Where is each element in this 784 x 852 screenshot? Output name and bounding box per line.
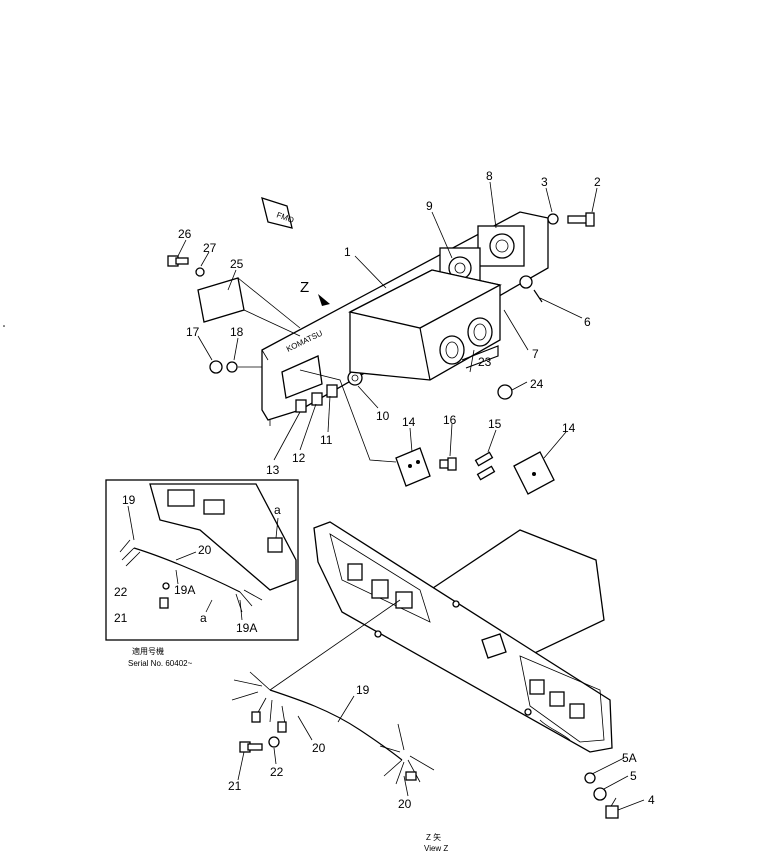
panel-connector-6 — [569, 703, 585, 719]
washer-27 — [195, 267, 205, 277]
switch-11 — [326, 384, 338, 398]
callout-5a: 5A — [622, 751, 637, 765]
switch-12 — [311, 392, 323, 406]
inset-callout-20: 20 — [198, 543, 212, 557]
callout-19: 19 — [356, 683, 370, 697]
inset-bolt-21 — [159, 597, 169, 609]
callout-16: 16 — [443, 413, 457, 427]
washer-3 — [547, 213, 559, 225]
leader-lines — [177, 181, 629, 809]
inset-callout-21: 21 — [114, 611, 128, 625]
washer-5a — [584, 772, 596, 784]
callout-2: 2 — [594, 175, 601, 189]
panel-connector-5 — [549, 691, 565, 707]
inset-washer-22 — [162, 582, 170, 590]
callout-11: 11 — [320, 433, 333, 447]
callout-12: 12 — [292, 451, 306, 465]
callout-25: 25 — [230, 257, 244, 271]
callout-14-connector: 14 — [402, 415, 416, 429]
bracket-25 — [197, 277, 301, 337]
callout-23: 23 — [478, 355, 492, 369]
callout-1: 1 — [344, 245, 351, 259]
inset-detail: 19 20 19A 22 21 19A a a 適用号機 Serial No. … — [105, 479, 299, 668]
panel-plate — [481, 633, 507, 659]
gauge-8 — [489, 233, 515, 259]
callout-10: 10 — [376, 409, 390, 423]
tag-plate: FMO — [261, 197, 295, 229]
inset-callout-19a-1: 19A — [174, 583, 195, 597]
stray-mark — [3, 325, 5, 327]
nut-4 — [605, 805, 619, 819]
callout-6: 6 — [584, 315, 591, 329]
inset-callout-a-top: a — [274, 503, 281, 517]
view-caption: Z 矢 View Z — [424, 832, 448, 852]
washer-22 — [268, 736, 280, 748]
washer-18 — [226, 361, 238, 373]
callout-24: 24 — [530, 377, 544, 391]
callout-9: 9 — [426, 199, 433, 213]
bolt-26 — [167, 255, 189, 267]
inset-connector-mid — [203, 499, 225, 515]
bolt-2 — [567, 212, 595, 227]
inset-callout-22: 22 — [114, 585, 128, 599]
bolt-16 — [439, 457, 457, 471]
callout-27: 27 — [203, 241, 217, 255]
inset-callout-a-bottom: a — [200, 611, 207, 625]
callout-8: 8 — [486, 169, 493, 183]
inset-callout-19: 19 — [122, 493, 136, 507]
inset-connector-top — [167, 489, 195, 507]
nut-17 — [209, 360, 223, 374]
callout-20-bottom: 20 — [398, 797, 412, 811]
side-gauge-1 — [439, 335, 465, 365]
panel-connector-3 — [395, 591, 413, 609]
callout-22: 22 — [270, 765, 284, 779]
inset-connector-a — [267, 537, 283, 553]
switch-13 — [295, 399, 307, 413]
callout-17: 17 — [186, 325, 200, 339]
callout-numbers: 1 2 3 6 7 8 9 10 11 12 13 14 14 15 16 17… — [178, 169, 601, 477]
upper-assembly: FMO KOMATSU — [167, 169, 629, 809]
view-marker: Z — [300, 279, 309, 296]
side-gauge-2 — [467, 317, 493, 347]
callout-5: 5 — [630, 769, 637, 783]
callout-20-left: 20 — [312, 741, 326, 755]
wire-harness — [269, 689, 403, 761]
inset-callout-19a-2: 19A — [236, 621, 257, 635]
callout-3: 3 — [541, 175, 548, 189]
bolt-21 — [239, 741, 263, 753]
key-switch — [519, 275, 533, 289]
nut-24 — [497, 384, 513, 400]
callout-4: 4 — [648, 793, 655, 807]
view-caption-en: View Z — [424, 844, 448, 852]
washer-5 — [593, 787, 607, 801]
view-z-arrow: Z — [300, 279, 330, 306]
callout-15: 15 — [488, 417, 502, 431]
view-caption-jp: Z 矢 — [426, 832, 441, 842]
lower-assembly: 19 20 20 21 22 5A 5 4 — [228, 521, 655, 819]
callout-26: 26 — [178, 227, 192, 241]
callout-7: 7 — [532, 347, 539, 361]
box-housing — [348, 269, 502, 381]
panel-connector-4 — [529, 679, 545, 695]
callout-13: 13 — [266, 463, 280, 477]
callout-18: 18 — [230, 325, 244, 339]
callout-14-cover: 14 — [562, 421, 576, 435]
panel-connector-1 — [347, 563, 363, 581]
callout-21: 21 — [228, 779, 242, 793]
cover-14 — [513, 451, 555, 495]
pins-15 — [474, 451, 496, 481]
inset-caption-serial: Serial No. 60402~ — [128, 659, 193, 668]
panel-connector-2 — [371, 579, 389, 599]
inset-caption-jp: 適用号機 — [132, 646, 164, 656]
